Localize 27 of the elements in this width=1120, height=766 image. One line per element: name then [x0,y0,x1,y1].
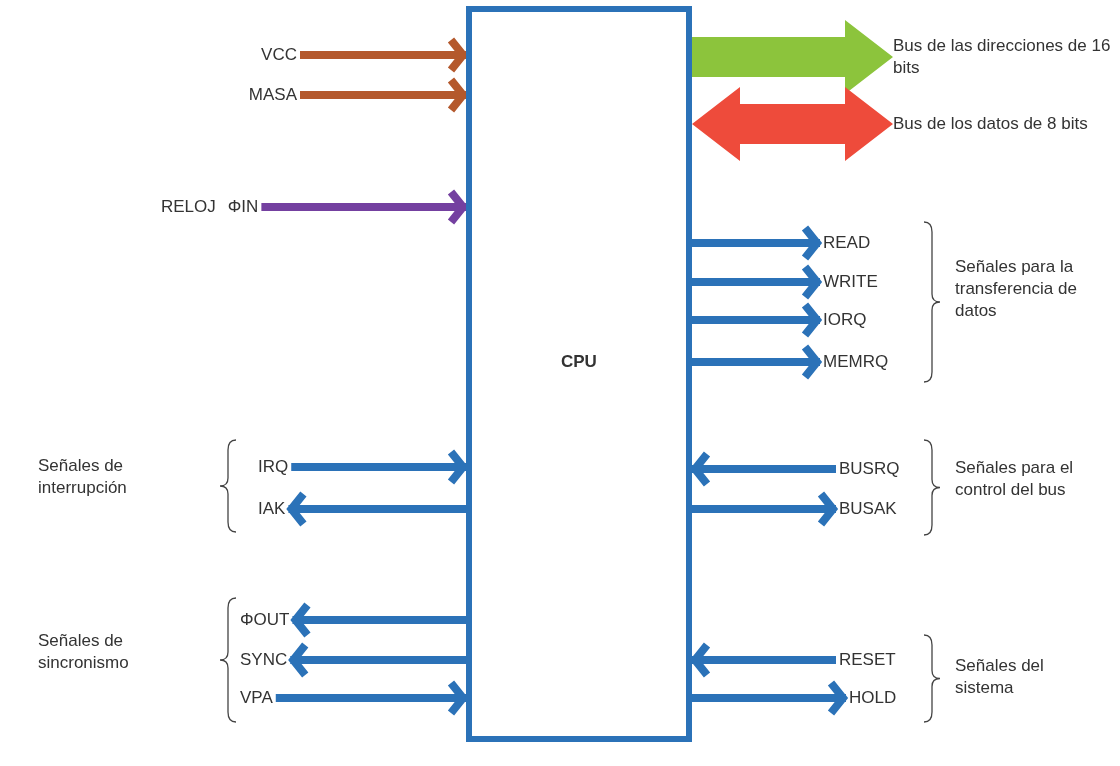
pin-label: IORQ [820,309,870,331]
pin-label: SYNC [237,649,291,671]
pin-label: ΦOUT [237,609,293,631]
group-label: Señales del sistema [955,655,1045,699]
pin-label: BUSRQ [836,458,903,480]
group-label: Señales de sincronismo [38,630,130,674]
pin-label: VPA [237,687,276,709]
pin-label: READ [820,232,874,254]
bus-label: Bus de los datos de 8 bits [893,113,1093,135]
cpu-box [466,6,692,742]
pin-label: MASA [245,84,300,106]
bus-label: Bus de las direcciones de 16 bits [893,35,1118,79]
bus-arrow [692,87,893,161]
pin-label: BUSAK [836,498,900,520]
group-label: Señales para el control del bus [955,457,1075,501]
pin-label: HOLD [846,687,900,709]
pin-label: WRITE [820,271,881,293]
signal-label: RELOJ [161,197,216,216]
group-label: Señales de interrupción [38,455,128,499]
cpu-label: CPU [561,352,597,372]
pin-label: IAK [255,498,289,520]
group-label: Señales para la transferencia de datos [955,256,1078,322]
pin-label: VCC [258,44,300,66]
pin-label: IRQ [255,456,292,478]
pin-label: MEMRQ [820,351,892,373]
pin-label: RESET [836,649,899,671]
pin-label: ΦIN [227,197,259,216]
